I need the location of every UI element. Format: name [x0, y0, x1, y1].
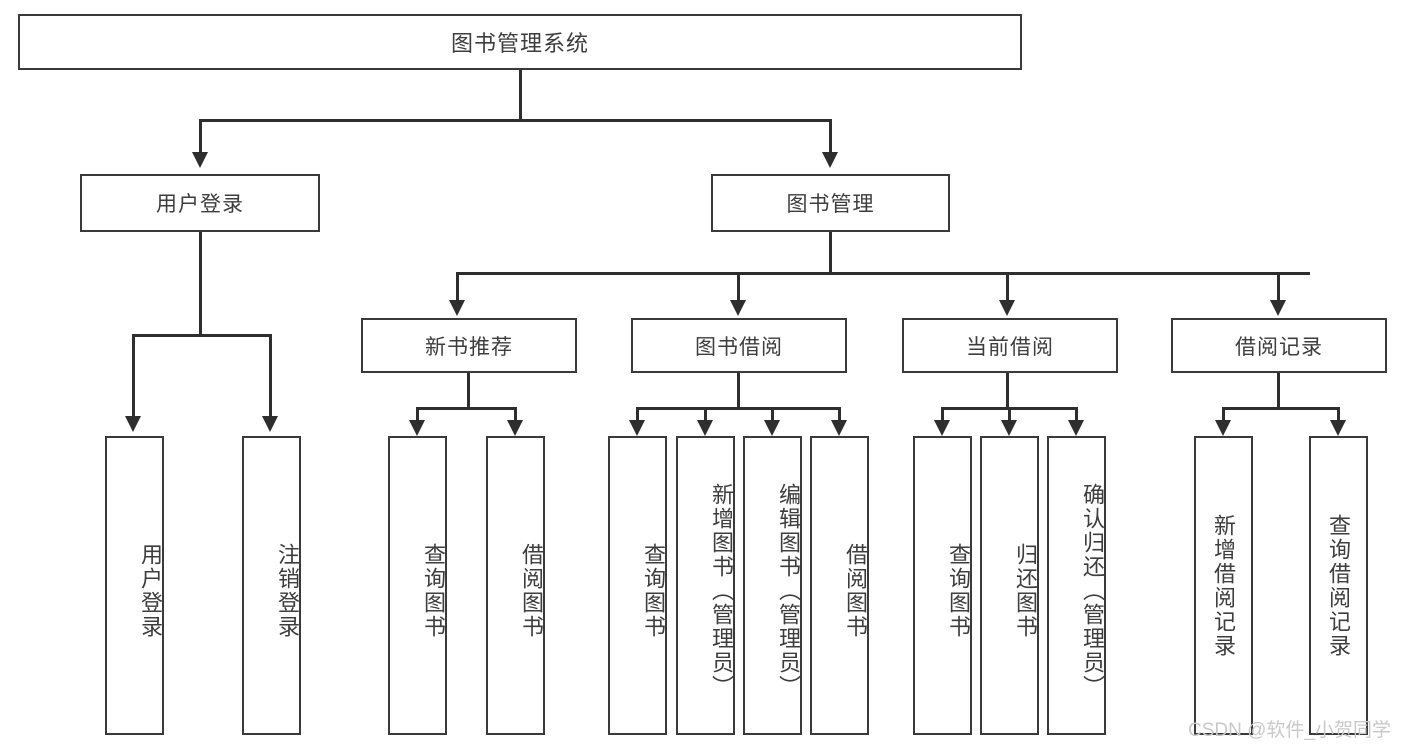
leaf-borrow-add-book-label: 新增图书（管理员）: [709, 482, 734, 699]
arrowhead-root-to-bookmgmt: [822, 152, 838, 168]
arrowhead-current-to-leaf2: [1001, 420, 1017, 436]
watermark: CSDN @软件_小贺同学: [1188, 715, 1391, 742]
edge-current-to-leaf3: [1075, 407, 1078, 422]
arrowhead-newbook-to-leaf1: [409, 420, 425, 436]
edge-userlogin-bar: [132, 334, 272, 337]
leaf-current-confirm-return-label: 确认归还（管理员）: [1080, 482, 1105, 699]
node-current-borrow-label: 当前借阅: [966, 335, 1054, 359]
edge-root-stem: [519, 70, 522, 120]
leaf-borrow-borrow-book-label: 借阅图书: [843, 542, 868, 639]
edge-borrow-to-leaf3: [771, 407, 774, 422]
node-borrow-record[interactable]: 借阅记录: [1171, 318, 1387, 373]
edge-borrow-to-leaf1: [636, 407, 639, 422]
leaf-current-query-book[interactable]: 查询图书: [913, 436, 972, 735]
node-book-management-label: 图书管理: [786, 193, 875, 216]
arrowhead-borrow-to-leaf4: [831, 420, 847, 436]
arrowhead-current-to-leaf1: [934, 420, 950, 436]
leaf-record-add-label: 新增借阅记录: [1211, 513, 1237, 658]
leaf-borrow-borrow-book[interactable]: 借阅图书: [810, 436, 869, 735]
edge-root-bar: [199, 119, 832, 122]
node-borrow-record-label: 借阅记录: [1235, 335, 1323, 359]
edge-current-to-leaf2: [1008, 407, 1011, 422]
leaf-user-login[interactable]: 用户登录: [105, 436, 164, 735]
node-root-label: 图书管理系统: [450, 31, 589, 56]
leaf-record-query-label: 查询借阅记录: [1326, 513, 1352, 658]
edge-bookmgmt-stem: [829, 232, 832, 274]
watermark-text: CSDN @软件_小贺同学: [1188, 720, 1391, 741]
node-book-management[interactable]: 图书管理: [711, 174, 950, 232]
edge-newbook-bar: [416, 407, 517, 410]
edge-userlogin-to-leaf1: [132, 334, 135, 418]
leaf-newbook-query-book-label: 查询图书: [421, 542, 446, 639]
edge-record-stem: [1277, 373, 1280, 409]
arrowhead-borrow-to-leaf2: [697, 420, 713, 436]
edge-newbook-to-leaf2: [514, 407, 517, 422]
edge-record-to-leaf2: [1337, 407, 1340, 422]
edge-current-to-leaf1: [941, 407, 944, 422]
arrowhead-userlogin-to-leaf1: [125, 416, 141, 432]
arrowhead-current-to-leaf3: [1068, 420, 1084, 436]
arrowhead-record-to-leaf2: [1330, 420, 1346, 436]
node-book-borrow-label: 图书借阅: [695, 335, 783, 359]
leaf-borrow-query-book[interactable]: 查询图书: [608, 436, 667, 735]
leaf-user-login-label: 用户登录: [138, 542, 163, 639]
leaf-newbook-borrow-book-label: 借阅图书: [519, 542, 544, 639]
edge-borrow-bar: [636, 407, 841, 410]
edge-borrow-stem: [737, 373, 740, 409]
edge-newbook-to-leaf1: [416, 407, 419, 422]
node-book-borrow[interactable]: 图书借阅: [631, 318, 847, 373]
edge-borrow-to-leaf2: [704, 407, 707, 422]
arrowhead-record-to-leaf1: [1215, 420, 1231, 436]
edge-borrow-to-leaf4: [838, 407, 841, 422]
leaf-current-return-book-label: 归还图书: [1013, 542, 1038, 639]
leaf-current-confirm-return[interactable]: 确认归还（管理员）: [1047, 436, 1106, 735]
node-root[interactable]: 图书管理系统: [18, 14, 1022, 70]
leaf-borrow-edit-book-label: 编辑图书（管理员）: [776, 482, 801, 699]
edge-bookmgmt-bar: [456, 272, 1310, 275]
leaf-current-return-book[interactable]: 归还图书: [980, 436, 1039, 735]
leaf-newbook-borrow-book[interactable]: 借阅图书: [486, 436, 545, 735]
leaf-record-query[interactable]: 查询借阅记录: [1309, 436, 1368, 735]
leaf-logout-label: 注销登录: [275, 542, 300, 639]
edge-bookmgmt-to-c1: [456, 272, 459, 302]
edge-root-to-bookmgmt: [829, 119, 832, 155]
leaf-borrow-add-book[interactable]: 新增图书（管理员）: [676, 436, 735, 735]
arrowhead-newbook-to-leaf2: [507, 420, 523, 436]
leaf-newbook-query-book[interactable]: 查询图书: [388, 436, 447, 735]
arrowhead-borrow-to-leaf1: [629, 420, 645, 436]
leaf-record-add[interactable]: 新增借阅记录: [1194, 436, 1253, 735]
leaf-borrow-query-book-label: 查询图书: [641, 542, 666, 639]
node-current-borrow[interactable]: 当前借阅: [902, 318, 1118, 373]
edge-record-bar: [1222, 407, 1340, 410]
node-new-book-recommend-label: 新书推荐: [425, 335, 513, 359]
arrowhead-borrow-to-leaf3: [764, 420, 780, 436]
edge-current-stem: [1006, 373, 1009, 409]
arrowhead-userlogin-to-leaf2: [262, 416, 278, 432]
leaf-current-query-book-label: 查询图书: [946, 542, 971, 639]
edge-userlogin-stem: [199, 232, 202, 335]
edge-bookmgmt-to-c3: [1006, 272, 1009, 302]
arrowhead-bookmgmt-to-c4: [1270, 300, 1286, 316]
node-user-login[interactable]: 用户登录: [80, 174, 320, 232]
leaf-borrow-edit-book[interactable]: 编辑图书（管理员）: [743, 436, 802, 735]
edge-bookmgmt-to-c2: [737, 272, 740, 302]
arrowhead-bookmgmt-to-c3: [999, 300, 1015, 316]
arrowhead-bookmgmt-to-c2: [730, 300, 746, 316]
node-new-book-recommend[interactable]: 新书推荐: [361, 318, 577, 373]
edge-userlogin-to-leaf2: [269, 334, 272, 418]
edge-newbook-stem: [467, 373, 470, 409]
edge-bookmgmt-to-c4: [1277, 272, 1280, 302]
edge-record-to-leaf1: [1222, 407, 1225, 422]
node-user-login-label: 用户登录: [156, 193, 244, 216]
arrowhead-bookmgmt-to-c1: [449, 300, 465, 316]
leaf-logout[interactable]: 注销登录: [242, 436, 301, 735]
arrowhead-root-to-userlogin: [192, 152, 208, 168]
edge-root-to-userlogin: [199, 119, 202, 155]
